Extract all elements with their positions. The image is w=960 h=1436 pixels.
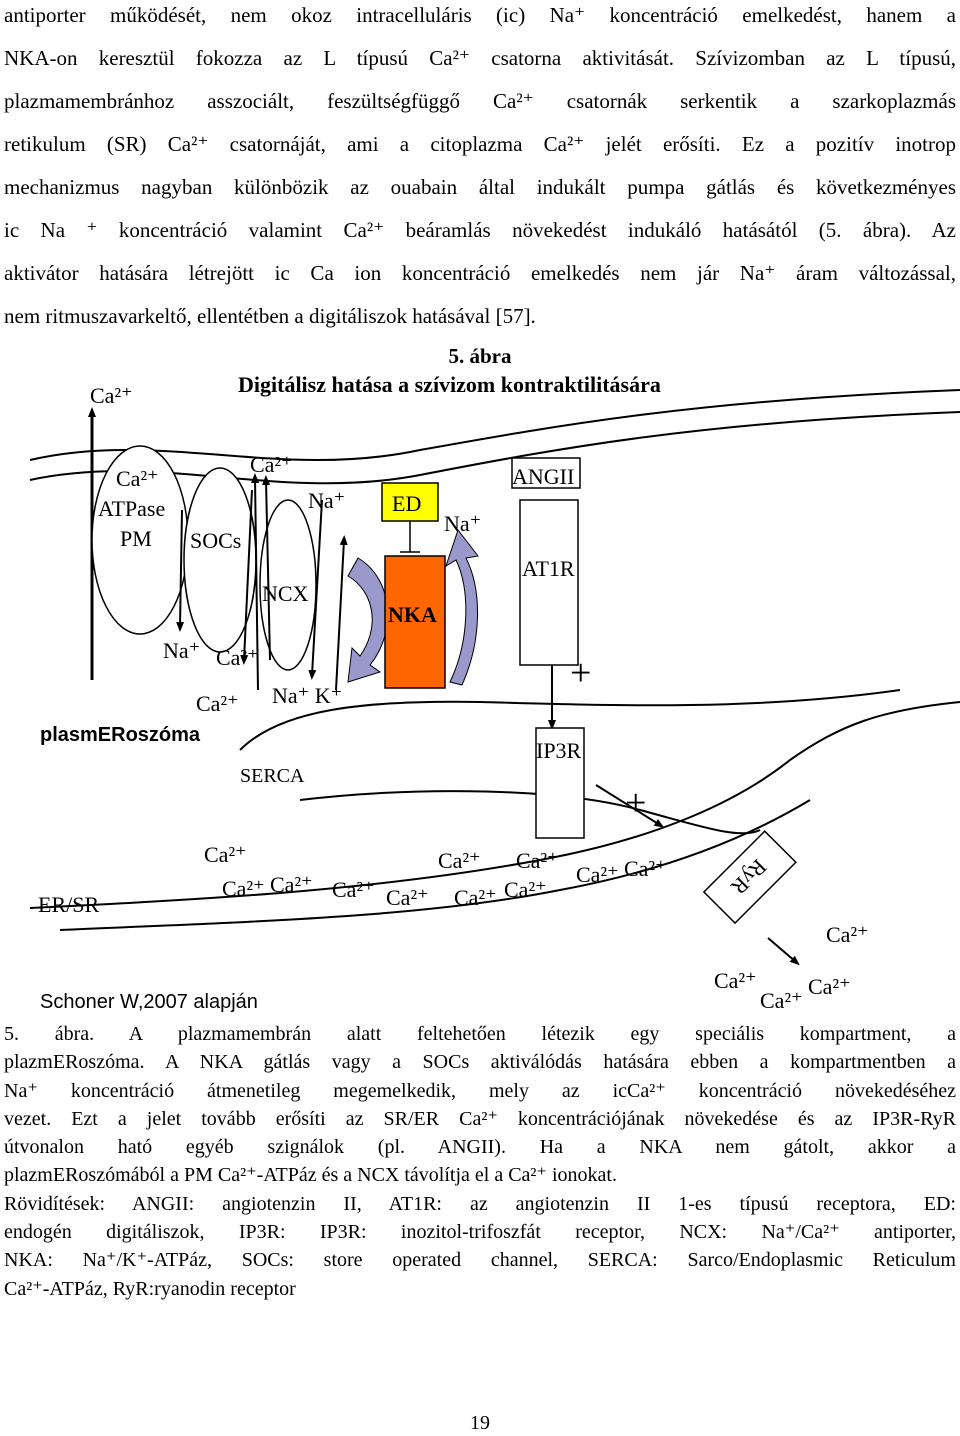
na-low-label: Na⁺ [163,638,200,663]
figure-title: Digitálisz hatása a szívizom kontraktili… [238,372,661,397]
er-lumen-curve [299,790,761,835]
socs-ca-arrow [240,489,253,665]
plasma-membrane-upper [29,389,960,461]
intro-line: nem ritmuszavarkeltő, ellentétben a digi… [4,304,536,328]
er-membrane-inner [59,799,811,931]
ca-atpase-label-2: ATPase [98,496,165,521]
ryr-box [702,830,797,925]
nka-curved-arrow-left [347,557,389,683]
source-label: Schoner W,2007 alapján [40,991,258,1013]
socs-label: SOCs [190,528,241,553]
ca-er-label: Ca²⁺ [576,862,619,887]
intro-line: retikulum (SR) Ca²⁺ csatornáját, ami a c… [4,132,956,156]
ip3r-arrow [595,784,665,828]
intro-line: antiporter működését, nem okoz intracell… [4,3,956,27]
ca-er-label: Ca²⁺ [270,872,313,897]
nka-curved-arrow-right [445,528,479,686]
k-arrow [335,535,348,691]
at1r-label: AT1R [522,556,575,581]
plus2-label: + [625,782,646,824]
ed-label: ED [392,491,421,516]
ca-out-label: Ca²⁺ [760,988,803,1013]
plasmeroszoma-label: plasmERoszóma [40,724,201,746]
ca-low2-label: Ca²⁺ [196,691,239,716]
page-number: 19 [470,1412,490,1434]
caption-line: Rövidítések: ANGII: angiotenzin II, AT1R… [4,1192,956,1215]
ryr-group: RyR [702,830,797,925]
ed-box [381,482,439,522]
at1r-box [519,499,579,666]
nka-label: NKA [388,602,437,627]
na-nka-label: Na⁺ [444,511,481,536]
caption-line: endogén digitáliszok, IP3R: IP3R: inozit… [4,1221,956,1244]
ca-out-label: Ca²⁺ [826,922,869,947]
nka-box [384,555,446,689]
ca-er-label: Ca²⁺ [504,877,547,902]
ca-out-label: Ca²⁺ [714,968,757,993]
intro-line: ic Na ⁺ koncentráció valamint Ca²⁺ beára… [4,218,956,242]
ca-er-label: Ca²⁺ [624,856,667,881]
socs-ca-arrow-2 [262,475,271,661]
ryr-arrow [767,937,800,966]
ca-atpase-label-3: PM [120,526,152,551]
intro-line: mechanizmus nagyban különbözik az ouabai… [4,175,956,199]
ncx-label: NCX [262,581,309,606]
ip3r-box [535,727,585,839]
ca-top-label: Ca²⁺ [90,383,133,408]
caption-line: 5. ábra. A plazmamembrán alatt feltehető… [4,1023,956,1045]
ca-er-label: Ca²⁺ [332,877,375,902]
intro-paragraph: antiporter működését, nem okoz intracell… [4,0,956,338]
na-k-label: Na⁺ K⁺ [272,683,342,708]
na-down-arrow [176,509,185,632]
ca-er-label: Ca²⁺ [222,876,265,901]
figure-number: 5. ábra [448,344,512,368]
ca-socs-label: Ca²⁺ [250,452,293,477]
ca-er-label: Ca²⁺ [204,842,247,867]
intro-line: plazmamembránhoz asszociált, feszültségf… [4,89,956,113]
figure-caption: 5. ábra. A plazmamembrán alatt feltehető… [4,1020,956,1303]
angii-box [511,457,581,489]
ca-er-label: Ca²⁺ [438,848,481,873]
caption-line: Na⁺ koncentráció átmenetileg megemelkedi… [4,1079,956,1102]
serca-label: SERCA [240,765,305,787]
ca-out-label: Ca²⁺ [808,974,851,999]
ca-er-label: Ca²⁺ [386,885,429,910]
plus1-label: + [570,652,591,694]
er-sr-label: ER/SR [38,892,99,917]
caption-line: útvonalon ható egyéb szignálok (pl. ANGI… [4,1136,956,1159]
intro-line: NKA-on keresztül fokozza az L típusú Ca²… [4,46,956,70]
na-ncx-label: Na⁺ [308,488,345,513]
er-membrane-outer [29,701,960,909]
caption-line: plazmERoszóma. A NKA gátlás vagy a SOCs … [4,1051,956,1074]
ca-atpase-label-1: Ca²⁺ [116,466,159,491]
caption-line: NKA: Na⁺/K⁺-ATPáz, SOCs: store operated … [4,1249,956,1272]
plasmeroszoma-boundary [239,689,901,751]
caption-line: vezet. Ezt a jelet tovább erősíti az SR/… [4,1107,956,1130]
ncx-ca-arrow [251,473,260,691]
caption-line: plazmERoszómából a PM Ca²⁺-ATPáz és a NC… [4,1164,617,1187]
ncx-na-arrow [308,499,323,680]
ca-low1-label: Ca²⁺ [216,645,259,670]
intro-line: aktivátor hatására létrejött ic Ca ion k… [4,261,956,285]
ca-er-label: Ca²⁺ [454,885,497,910]
diagram: RyR Ca²⁺ Ca²⁺ ATPase PM SOCs Ca²⁺ Na⁺ NC… [29,383,960,1013]
ca-er-label: Ca²⁺ [516,848,559,873]
angii-label: ANGII [512,464,574,489]
ncx-ellipse [259,499,317,671]
ip3r-label: IP3R [536,738,582,763]
caption-line: Ca²⁺-ATPáz, RyR:ryanodin receptor [4,1277,296,1300]
